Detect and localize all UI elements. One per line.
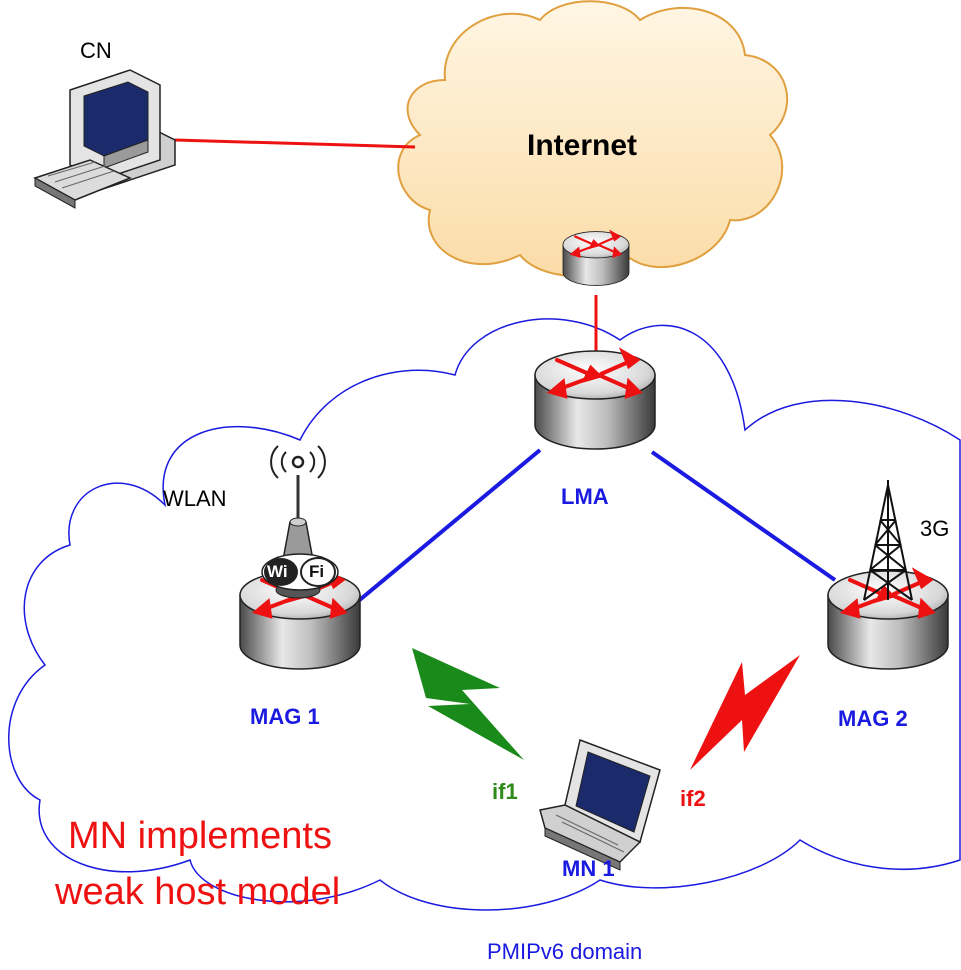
note-line2: weak host model xyxy=(55,871,341,913)
wifi-badge-wi: Wi xyxy=(267,562,288,581)
cn-internet-link xyxy=(174,138,416,149)
wifi-access-point-icon xyxy=(261,445,339,599)
cn-computer-icon xyxy=(33,69,176,209)
cell-tower-icon xyxy=(863,480,913,601)
lma-label: LMA xyxy=(561,484,609,509)
mn-laptop-icon xyxy=(539,738,661,871)
mag1-label: MAG 1 xyxy=(250,704,320,729)
wlan-label: WLAN xyxy=(163,486,227,511)
if2-label: if2 xyxy=(680,786,706,811)
mn1-label: MN 1 xyxy=(562,856,615,881)
lma-mag2-link xyxy=(650,450,837,582)
wifi-badge-fi: Fi xyxy=(309,562,325,581)
internet-cloud xyxy=(397,0,789,277)
if1-label: if1 xyxy=(492,779,518,804)
gateway-router-icon xyxy=(561,230,631,287)
internet-label: Internet xyxy=(527,129,638,162)
mag2-label: MAG 2 xyxy=(838,706,908,731)
green-wireless-bolt-icon xyxy=(412,648,524,760)
red-wireless-bolt-icon xyxy=(690,655,800,770)
pmipv6-domain-cloud xyxy=(8,318,961,911)
lma-mag1-link xyxy=(348,448,542,610)
pmipv6-domain-label: PMIPv6 domain xyxy=(487,939,643,964)
cn-label: CN xyxy=(80,38,112,63)
3g-label: 3G xyxy=(920,516,950,541)
lma-router-icon xyxy=(533,349,657,451)
note-line1: MN implements xyxy=(68,815,332,857)
